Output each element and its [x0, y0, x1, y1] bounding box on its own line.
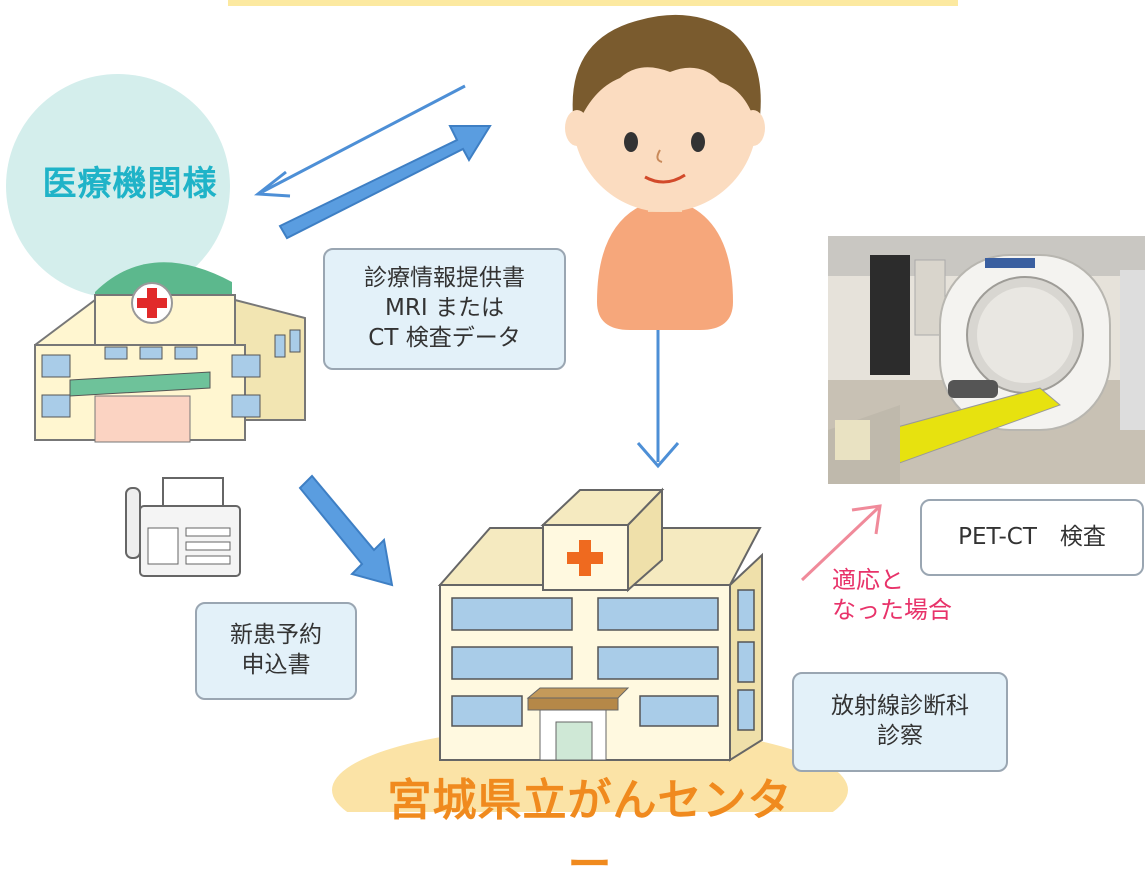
new-patient-form-box: 新患予約 申込書	[195, 602, 357, 700]
arrow-clinic-to-patient	[278, 125, 492, 240]
referral-docs-box: 診療情報提供書 MRI または CT 検査データ	[323, 248, 566, 370]
radiology-exam-text: 放射線診断科 診察	[831, 693, 969, 749]
pet-ct-exam-box: PET-CT 検査	[920, 499, 1144, 576]
cancer-center-label: 宮城県立がんセンター	[387, 775, 793, 890]
fax-machine-illustration	[125, 477, 241, 577]
medical-institution-circle	[6, 74, 230, 298]
arrow-patient-to-clinic	[253, 84, 466, 198]
clinic-building-illustration	[34, 262, 306, 443]
new-patient-form-text: 新患予約 申込書	[230, 622, 322, 678]
cancer-center-building-illustration	[437, 487, 763, 762]
diagram-canvas	[6, 14, 1145, 812]
eligibility-note: 適応と なった場合	[832, 566, 952, 624]
patient-illustration	[565, 14, 765, 330]
top-banner-strip	[228, 0, 958, 6]
arrow-to-pet-ct	[800, 504, 882, 582]
radiology-exam-box: 放射線診断科 診察	[792, 672, 1008, 772]
pet-ct-exam-text: PET-CT 検査	[958, 523, 1106, 550]
arrow-fax-to-center	[298, 474, 394, 587]
referral-docs-text: 診療情報提供書 MRI または CT 検査データ	[364, 265, 525, 351]
pet-ct-scanner-photo	[828, 236, 1145, 484]
medical-institution-label: 医療機関様	[42, 164, 218, 204]
